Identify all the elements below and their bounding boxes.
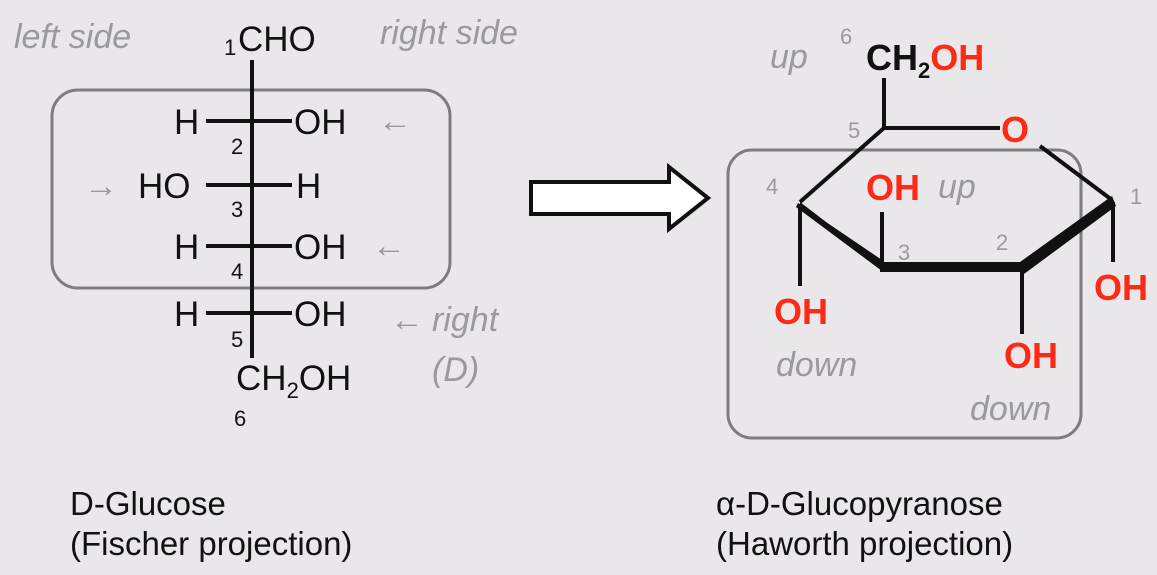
fischer-c2-arrow: ←: [378, 102, 412, 140]
haworth-caption: α-D-Glucopyranose (Haworth projection): [716, 484, 1013, 564]
haworth-c6-group: CH2OH: [866, 37, 984, 83]
haworth-c2-c1-wedge: [1020, 196, 1116, 274]
fischer-c5-number: 5: [231, 327, 243, 352]
fischer-c3-left: HO: [138, 167, 191, 206]
haworth-down-left-label: down: [776, 346, 857, 384]
fischer-c6-number: 6: [234, 406, 246, 431]
fischer-c2-number: 2: [231, 134, 243, 159]
haworth-o-c1-bond: [1038, 144, 1114, 202]
left-side-label: left side: [14, 18, 131, 56]
haworth-down-config-box: [726, 148, 1083, 440]
fischer-c2-right: OH: [294, 103, 347, 142]
fischer-c3-number: 3: [231, 197, 243, 222]
d-note: (D): [432, 351, 479, 389]
fischer-c5-arrow: ←: [390, 301, 424, 339]
haworth-c1-number: 1: [1130, 184, 1142, 209]
haworth-ring-oxygen: O: [1001, 109, 1029, 150]
haworth-c4-number: 4: [766, 174, 778, 199]
haworth-caption-line2: (Haworth projection): [716, 525, 1014, 562]
fischer-c5-right: OH: [294, 295, 347, 334]
fischer-caption-line2: (Fischer projection): [70, 525, 353, 562]
fischer-c5-left: H: [174, 295, 199, 334]
fischer-caption: D-Glucose (Fischer projection): [70, 484, 352, 564]
haworth-c4-c3-wedge-fill: [796, 203, 882, 271]
haworth-caption-line1: α-D-Glucopyranose: [716, 485, 1003, 522]
haworth-c3-c2-bond: [880, 262, 1022, 272]
haworth-down-right-label: down: [970, 390, 1051, 428]
fischer-c4-arrow: ←: [372, 227, 406, 265]
right-side-label: right side: [380, 14, 518, 52]
fischer-c4-number: 4: [231, 259, 243, 284]
haworth-c2-oh: OH: [1004, 335, 1058, 376]
fischer-c4-right: OH: [294, 228, 347, 267]
haworth-up-label: up: [770, 38, 808, 76]
fischer-c1-number: 1: [224, 35, 236, 60]
haworth-c5-c4-bond: [798, 126, 886, 204]
fischer-c6-group: CH2OH: [236, 359, 351, 403]
haworth-up-inner-label: up: [938, 168, 976, 206]
haworth-c5-number: 5: [848, 118, 860, 143]
fischer-c3-right: H: [296, 167, 321, 206]
haworth-c3-number: 3: [898, 240, 910, 265]
haworth-c2-number: 2: [996, 230, 1008, 255]
fischer-caption-line1: D-Glucose: [70, 485, 226, 522]
haworth-c4-oh: OH: [774, 291, 828, 332]
haworth-c3-oh: OH: [866, 167, 920, 208]
conversion-arrow: [529, 162, 712, 234]
haworth-c1-oh: OH: [1094, 267, 1148, 308]
fischer-c4-left: H: [174, 228, 199, 267]
right-note: right: [432, 301, 500, 339]
fischer-c2-left: H: [174, 103, 199, 142]
fischer-c1-cho: CHO: [238, 20, 316, 59]
haworth-c6-number: 6: [840, 24, 852, 49]
fischer-c3-arrow: →: [84, 167, 118, 205]
